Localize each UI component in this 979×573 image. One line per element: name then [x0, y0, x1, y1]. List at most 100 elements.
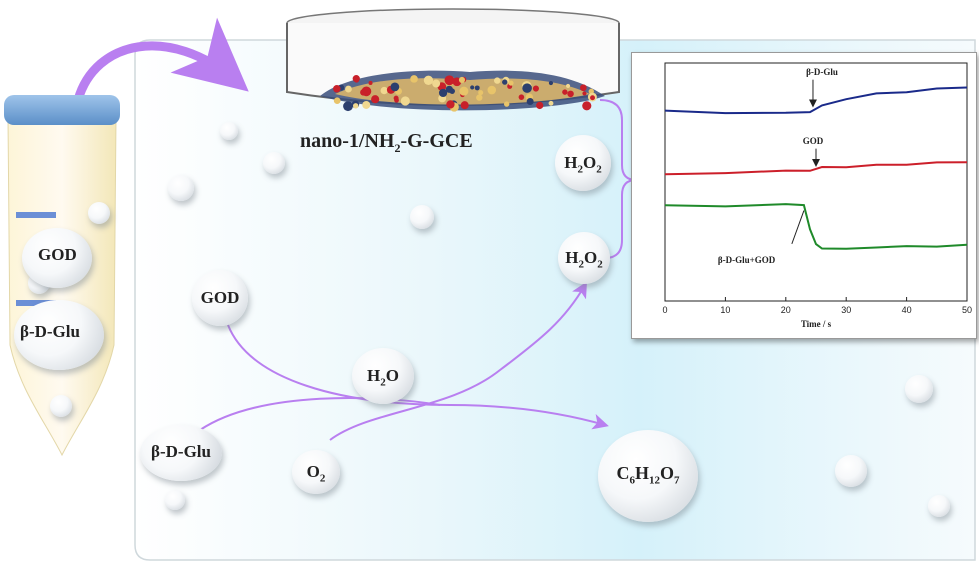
nanoparticle — [445, 85, 453, 93]
product-o: O — [660, 463, 675, 483]
nanoparticle — [380, 86, 388, 95]
nanoparticle — [548, 80, 554, 86]
nanoparticle — [368, 80, 373, 85]
product-s1: 6 — [629, 474, 635, 487]
nanoparticle — [423, 75, 434, 85]
nanoparticle — [438, 88, 448, 98]
glu-tube-bubble — [14, 300, 104, 370]
nanoparticle — [360, 89, 367, 96]
nanoparticle — [446, 100, 455, 109]
h2o2-mid-s1: 2 — [578, 258, 585, 271]
h2o2-mid-o: O — [584, 248, 598, 267]
glu-to-product-arrow — [199, 396, 441, 431]
product-s3: 7 — [674, 474, 680, 487]
god-label: GOD — [200, 288, 240, 307]
o2-label: O2 — [292, 462, 340, 484]
product-label: C6H12O7 — [598, 463, 698, 487]
h2o2-top-o: O — [583, 153, 597, 172]
x-tick-label: 10 — [720, 305, 730, 315]
nanoparticle — [567, 90, 574, 98]
x-axis-label: Time / s — [801, 319, 832, 329]
glu-label: β-D-Glu — [151, 442, 211, 461]
nanoparticle — [565, 83, 571, 89]
tube-band-1 — [16, 212, 56, 218]
nanoparticle — [390, 82, 400, 92]
h2o2-mid-label: H2O2 — [558, 248, 610, 270]
nanoparticle — [362, 100, 371, 109]
annotation-glu-god-arrow — [791, 210, 805, 245]
nanoparticle — [444, 75, 455, 86]
x-tick-label: 0 — [662, 305, 667, 315]
nanoparticle — [371, 95, 380, 104]
x-tick-label: 40 — [902, 305, 912, 315]
o2-o: O — [306, 462, 320, 481]
tube-band-2 — [16, 300, 56, 306]
product-h: H — [634, 463, 649, 483]
nanoparticle — [548, 100, 554, 106]
annotation-glu: β-D-Glu — [806, 67, 838, 77]
o2-s1: 2 — [319, 472, 326, 485]
decor-bubble — [410, 205, 434, 229]
h2o-h: H — [367, 366, 381, 385]
nanoparticle — [503, 101, 510, 107]
x-tick-label: 30 — [841, 305, 851, 315]
tube-god-label: GOD — [38, 245, 77, 264]
nanomaterial-particles — [333, 75, 597, 112]
nanoparticle — [458, 76, 466, 83]
transfer-arrow — [73, 17, 249, 102]
nanoparticle — [502, 79, 508, 85]
nanoparticle — [580, 84, 587, 92]
product-s2: 12 — [649, 474, 660, 487]
h2o-bubble — [352, 348, 414, 404]
nanoparticle — [459, 86, 469, 96]
h2o2-top-s1: 2 — [577, 163, 584, 176]
electrode-label-prefix: nano-1/NH — [300, 130, 395, 152]
nanoparticle — [590, 95, 595, 101]
nanoparticle — [470, 85, 475, 90]
nanoparticle — [352, 103, 359, 109]
electrode-label-suffix: -G-GCE — [400, 130, 473, 152]
x-tick-label: 50 — [962, 305, 972, 315]
god-tube-bubble — [22, 228, 92, 288]
h2o-label: H2O — [352, 366, 414, 388]
nanoparticle — [522, 83, 532, 93]
series-line-3 — [664, 203, 968, 250]
decor-bubble — [220, 122, 238, 140]
plot-frame — [664, 62, 968, 302]
nanoparticle — [494, 77, 501, 84]
h2o2-mid-bubble — [558, 232, 610, 284]
nanoparticle — [343, 101, 353, 112]
electrode-label-sub: 2 — [394, 141, 401, 155]
x-tick-label: 20 — [781, 305, 791, 315]
nanoparticle — [508, 80, 514, 86]
h2o2-top-bubble — [555, 135, 611, 191]
nanoparticle — [562, 89, 568, 95]
nanoparticle — [333, 85, 341, 93]
nanoparticle — [487, 85, 497, 95]
nanoparticle — [526, 97, 534, 105]
decor-bubble — [88, 202, 110, 224]
annotation-god: GOD — [803, 136, 824, 146]
decor-bubble — [50, 395, 72, 417]
decor-bubble — [905, 375, 933, 403]
h2o2-top-label: H2O2 — [555, 153, 611, 175]
h2o2-mid-h: H — [565, 248, 579, 267]
nanoparticle — [582, 91, 587, 96]
h2o2-top-h: H — [564, 153, 578, 172]
nanoparticle — [476, 94, 483, 101]
nanoparticle — [333, 97, 341, 105]
nanoparticle — [353, 77, 360, 83]
tube-cap — [4, 95, 120, 125]
h2o-o: O — [385, 366, 399, 385]
o2-to-h2o2-arrow — [329, 281, 587, 441]
nanoparticle — [410, 75, 418, 83]
series-line-1 — [664, 86, 968, 115]
decor-bubble — [928, 495, 950, 517]
nanoparticle — [432, 79, 441, 88]
h2o2-top-s2: 2 — [596, 163, 602, 176]
annotation-glu-god: β-D-Glu+GOD — [718, 255, 776, 265]
nanoparticle — [478, 90, 484, 96]
